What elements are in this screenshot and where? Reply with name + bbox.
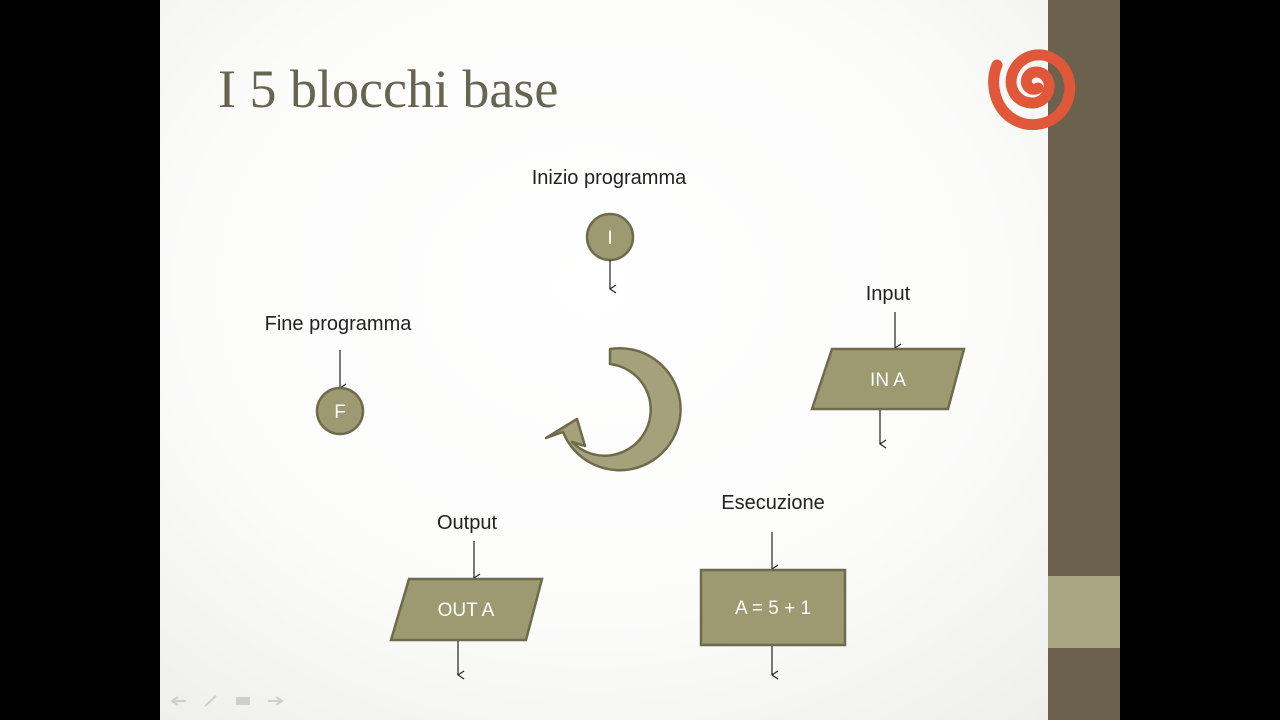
back-icon[interactable]: [170, 694, 188, 706]
cycle-arrow-icon: [544, 347, 682, 472]
process-rectangle: [699, 568, 847, 647]
output-parallelogram: [389, 577, 544, 642]
flowchart-diagram: Inizio programma I Fine programma F Inpu…: [265, 167, 966, 720]
end-terminal: [315, 386, 365, 436]
slideshow-nav: [170, 694, 284, 707]
process-block-label: Esecuzione: [721, 492, 824, 514]
spiral-logo-icon: [988, 49, 1076, 131]
end-terminal-text: F: [334, 402, 346, 423]
output-block-label: Output: [437, 512, 497, 534]
input-block-text: IN A: [870, 370, 906, 391]
page-title: I 5 blocchi base: [218, 59, 559, 119]
sidebar-accent-block: [1048, 576, 1120, 648]
input-parallelogram: [810, 347, 966, 411]
pen-icon[interactable]: [202, 694, 220, 707]
forward-icon[interactable]: [266, 694, 284, 706]
end-block-label: Fine programma: [265, 313, 413, 335]
menu-icon[interactable]: [234, 694, 252, 706]
slide: I 5 blocchi base Inizio programma I Fine…: [160, 0, 1120, 720]
start-terminal-text: I: [607, 228, 612, 249]
process-block-text: A = 5 + 1: [735, 598, 811, 619]
output-block-text: OUT A: [438, 600, 495, 621]
start-block-label: Inizio programma: [532, 167, 687, 189]
input-block-label: Input: [866, 283, 911, 305]
